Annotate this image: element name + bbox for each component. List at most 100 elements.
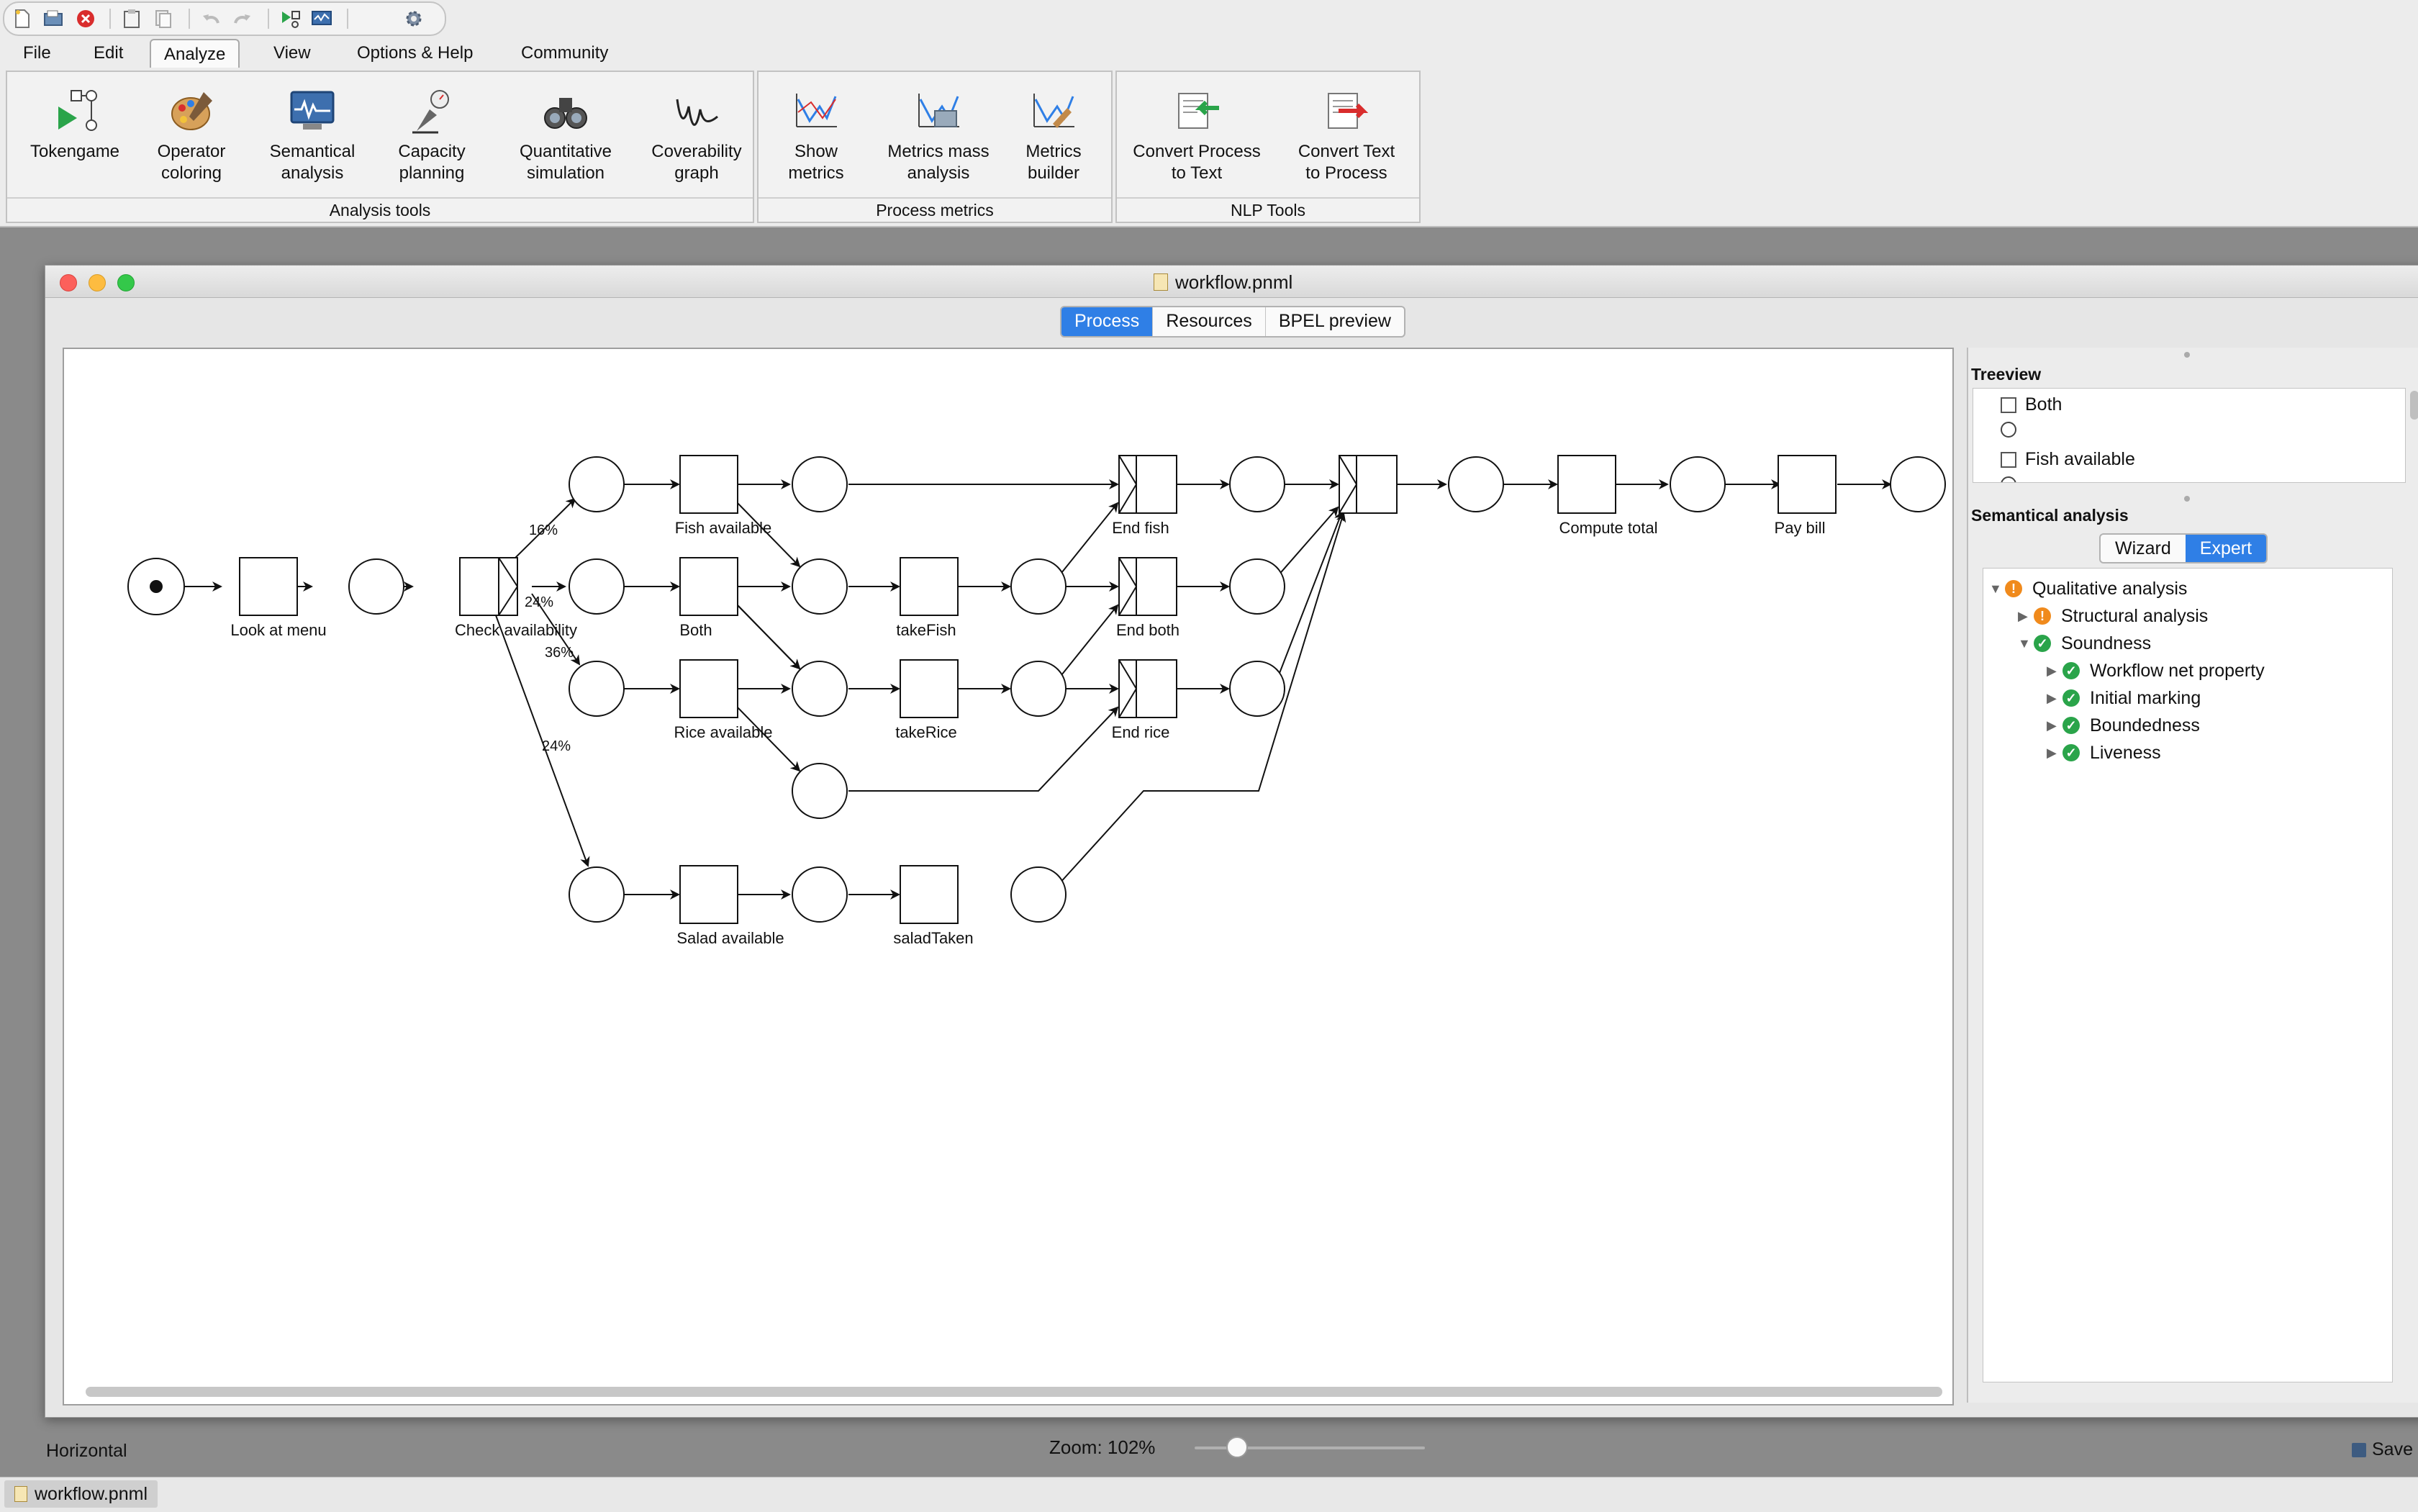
- close-file-icon[interactable]: [73, 7, 98, 30]
- menu-file[interactable]: File: [23, 43, 51, 63]
- place[interactable]: [792, 866, 848, 923]
- arc[interactable]: [1277, 506, 1339, 577]
- show-metrics-button[interactable]: Show metrics: [759, 86, 874, 184]
- transition-both[interactable]: [679, 557, 738, 616]
- collapse-arrow-icon[interactable]: ▶: [2047, 690, 2057, 705]
- tree-node-workflow-net-property[interactable]: ▶ ✓ Workflow net property: [2047, 658, 2265, 684]
- place[interactable]: [569, 866, 625, 923]
- tree-node-initial-marking[interactable]: ▶ ✓ Initial marking: [2047, 685, 2201, 711]
- transition-pay-bill[interactable]: [1778, 455, 1837, 514]
- transition-fish-available[interactable]: [679, 455, 738, 514]
- arc[interactable]: [510, 497, 576, 563]
- tree-node-soundness[interactable]: ▼ ✓ Soundness: [2018, 630, 2151, 656]
- semantical-analysis-button[interactable]: Semantical analysis: [248, 86, 377, 184]
- checkbox[interactable]: [2001, 397, 2016, 413]
- arc[interactable]: [1058, 604, 1119, 679]
- metrics-builder-button[interactable]: Metrics builder: [996, 86, 1111, 184]
- arc[interactable]: [1058, 502, 1119, 577]
- place[interactable]: [1229, 558, 1285, 615]
- collapse-arrow-icon[interactable]: ▶: [2047, 745, 2057, 760]
- menu-analyze[interactable]: Analyze: [150, 39, 240, 68]
- menu-edit[interactable]: Edit: [94, 43, 124, 63]
- treeview-scrollbar[interactable]: [2410, 391, 2418, 420]
- tree-node-structural-analysis[interactable]: ▶ ! Structural analysis: [2018, 603, 2208, 629]
- place[interactable]: [1010, 558, 1067, 615]
- menu-community[interactable]: Community: [521, 43, 609, 63]
- tokengame-button[interactable]: Tokengame: [10, 86, 140, 163]
- convert-text-to-process-button[interactable]: Convert Text to Process: [1271, 86, 1422, 184]
- new-file-icon[interactable]: [10, 7, 35, 30]
- place[interactable]: [569, 456, 625, 512]
- treeview-list[interactable]: Both Fish available: [1973, 388, 2406, 483]
- menu-options-help[interactable]: Options & Help: [357, 43, 474, 63]
- window-maximize-button[interactable]: [117, 274, 135, 291]
- place[interactable]: [1010, 661, 1067, 717]
- checkbox[interactable]: [2001, 451, 2016, 468]
- place[interactable]: [1229, 456, 1285, 512]
- undo-icon[interactable]: [199, 7, 223, 30]
- operator-coloring-button[interactable]: Operator coloring: [127, 86, 256, 184]
- treeview-row[interactable]: Both: [2001, 394, 2062, 415]
- coverability-graph-button[interactable]: Coverability graph: [632, 86, 761, 184]
- tree-node-qualitative-analysis[interactable]: ▼ ! Qualitative analysis: [1989, 576, 2187, 602]
- collapse-arrow-icon[interactable]: ▶: [2047, 717, 2057, 733]
- place[interactable]: [1670, 456, 1726, 512]
- place-end[interactable]: [1890, 456, 1946, 512]
- tab-wizard[interactable]: Wizard: [2115, 538, 2171, 558]
- split-handle[interactable]: [2184, 352, 2190, 358]
- place[interactable]: [792, 558, 848, 615]
- arc[interactable]: [531, 593, 581, 666]
- arc[interactable]: [848, 706, 1119, 792]
- transition-compute-total[interactable]: [1557, 455, 1616, 514]
- treeview-row[interactable]: [2001, 476, 2016, 482]
- petri-net-diagram[interactable]: Look at menu Check availability Fish ava…: [64, 349, 1952, 1404]
- window-close-button[interactable]: [60, 274, 77, 291]
- place[interactable]: [792, 661, 848, 717]
- place[interactable]: [792, 763, 848, 819]
- arc[interactable]: [735, 603, 801, 670]
- place[interactable]: [348, 558, 404, 615]
- arc[interactable]: [1277, 510, 1344, 679]
- arc[interactable]: [735, 705, 801, 772]
- tree-node-liveness[interactable]: ▶ ✓ Liveness: [2047, 740, 2161, 766]
- capacity-planning-button[interactable]: Capacity planning: [367, 86, 497, 184]
- menu-view[interactable]: View: [273, 43, 311, 63]
- tab-process[interactable]: Process: [1061, 307, 1154, 336]
- collapse-arrow-icon[interactable]: ▶: [2018, 608, 2028, 623]
- open-file-icon[interactable]: [42, 7, 66, 30]
- analysis-small-icon[interactable]: [309, 7, 334, 30]
- place[interactable]: [1229, 661, 1285, 717]
- expand-arrow-icon[interactable]: ▼: [1989, 581, 2002, 596]
- quantitative-simulation-button[interactable]: Quantitative simulation: [501, 86, 630, 184]
- zoom-slider-thumb[interactable]: [1226, 1436, 1248, 1458]
- place[interactable]: [569, 661, 625, 717]
- metrics-mass-analysis-button[interactable]: Metrics mass analysis: [874, 86, 1003, 184]
- tokengame-small-icon[interactable]: [278, 7, 302, 30]
- transition-look-at-menu[interactable]: [239, 557, 298, 616]
- taskbar-item-workflow[interactable]: workflow.pnml: [4, 1480, 158, 1508]
- transition-end-rice[interactable]: [1118, 659, 1177, 718]
- treeview-row[interactable]: Fish available: [2001, 449, 2135, 470]
- transition-salad-available[interactable]: [679, 865, 738, 924]
- settings-gear-icon[interactable]: [402, 7, 426, 30]
- place[interactable]: [792, 456, 848, 512]
- treeview-row[interactable]: [2001, 422, 2016, 438]
- transition-check-availability[interactable]: [459, 557, 518, 616]
- place[interactable]: [1448, 456, 1504, 512]
- redo-icon[interactable]: [230, 7, 255, 30]
- horizontal-scrollbar[interactable]: [86, 1387, 1942, 1397]
- expand-arrow-icon[interactable]: ▼: [2018, 635, 2031, 651]
- transition-end-fish[interactable]: [1118, 455, 1177, 514]
- place[interactable]: [1010, 866, 1067, 923]
- tab-bpel-preview[interactable]: BPEL preview: [1278, 311, 1391, 331]
- process-canvas[interactable]: Look at menu Check availability Fish ava…: [63, 348, 1954, 1405]
- tab-expert[interactable]: Expert: [2185, 535, 2267, 562]
- copy-icon[interactable]: [151, 7, 176, 30]
- transition-take-fish[interactable]: [900, 557, 959, 616]
- paste-icon[interactable]: [119, 7, 144, 30]
- transition-and-join[interactable]: [1339, 455, 1398, 514]
- collapse-arrow-icon[interactable]: ▶: [2047, 663, 2057, 678]
- window-minimize-button[interactable]: [89, 274, 106, 291]
- tree-node-boundedness[interactable]: ▶ ✓ Boundedness: [2047, 712, 2200, 738]
- save-button[interactable]: Save: [2352, 1439, 2413, 1460]
